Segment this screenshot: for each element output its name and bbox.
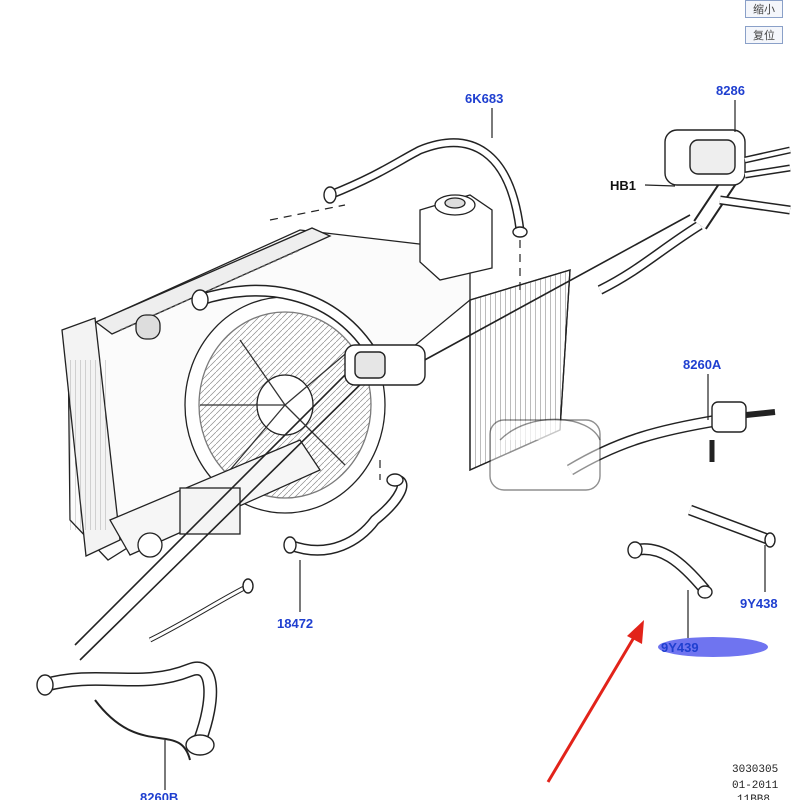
drawing-date: 01-2011 [732,780,779,792]
callout-HB1[interactable]: HB1 [610,178,637,193]
hose-clamps [36,186,776,756]
callout-6K683[interactable]: 6K683 [465,91,504,106]
zoom-out-button[interactable]: 缩小 [745,0,783,18]
callout-leaders [164,100,766,790]
reset-zoom-button[interactable]: 复位 [745,26,783,44]
assembly-guides [269,204,521,480]
callout-9Y438[interactable]: 9Y438 [740,596,778,611]
callout-8260A[interactable]: 8260A [683,357,722,372]
callout-8260B[interactable]: 8260B [140,790,179,800]
thermostat-housing [344,344,601,491]
drawing-code: 11BB8 [737,794,771,800]
callout-9Y439[interactable]: 9Y439 [661,640,699,655]
callout-highlight-ellipse [658,637,768,657]
callout-18472[interactable]: 18472 [277,616,314,631]
callout-8286[interactable]: 8286 [716,83,745,98]
coolant-outlet-8286 [664,129,791,215]
radiator-assembly [61,194,571,561]
red-arrow-icon [546,620,644,783]
coolant-connector-8260A [709,401,776,462]
drawing-ref-number: 3030305 [732,764,779,776]
